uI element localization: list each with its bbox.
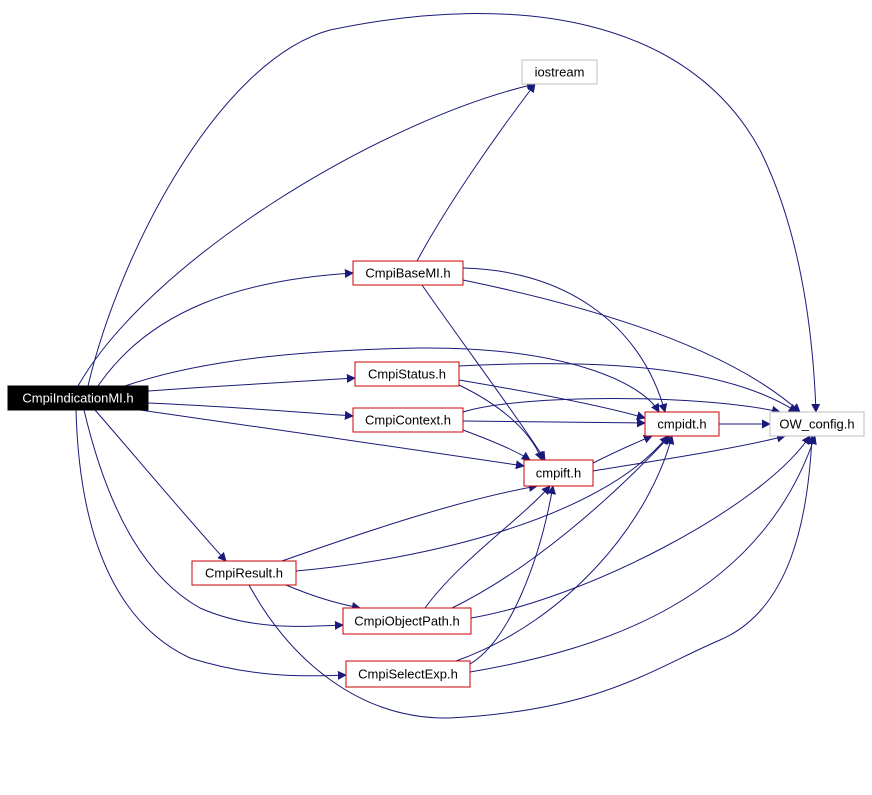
node-result-box — [191, 560, 297, 586]
edge-root-to-selectexp — [75, 409, 347, 680]
edge-cmpift-to-cmpidt — [592, 434, 653, 464]
edges-layer — [75, 13, 821, 719]
node-status-box — [354, 361, 460, 387]
edge-basemi-to-cmpidt — [462, 267, 668, 413]
node-objectpath-box — [342, 607, 472, 635]
edge-root-to-context — [147, 402, 354, 420]
edge-basemi-to-iostream — [416, 83, 536, 262]
node-basemi-label: CmpiBaseMI.h — [365, 265, 450, 280]
edge-context-to-cmpift — [462, 429, 531, 461]
edge-context-to-cmpidt — [462, 418, 646, 428]
edge-root-to-result — [94, 409, 227, 562]
edge-objectpath-to-cmpidt — [451, 435, 671, 609]
node-status-label: CmpiStatus.h — [368, 366, 446, 381]
node-basemi-box — [352, 260, 464, 286]
edge-root-to-cmpift — [139, 409, 525, 470]
node-context-box — [352, 407, 464, 433]
nodes-layer: CmpiIndicationMI.h iostreamCmpiBaseMI.hCm… — [7, 59, 865, 688]
edge-selectexp-to-owconfig — [469, 435, 817, 673]
edge-root-to-objectpath — [83, 409, 344, 630]
node-root-label: CmpiIndicationMI.h — [22, 390, 133, 405]
node-selectexp-label: CmpiSelectExp.h — [358, 666, 458, 681]
node-cmpidt-box — [644, 411, 720, 437]
node-selectexp-box — [345, 660, 471, 688]
edge-selectexp-to-cmpidt — [455, 435, 675, 662]
edge-selectexp-to-cmpift — [469, 485, 557, 665]
edge-root-to-status — [147, 373, 356, 392]
node-selectexp[interactable]: CmpiSelectExp.h — [345, 660, 471, 688]
node-root[interactable]: CmpiIndicationMI.h — [7, 385, 149, 411]
node-owconfig[interactable]: OW_config.h — [769, 411, 865, 437]
edge-root-to-owconfig — [87, 13, 821, 413]
edge-result-to-objectpath — [285, 584, 361, 611]
edge-result-to-cmpidt — [295, 435, 669, 572]
node-cmpift-label: cmpift.h — [536, 465, 582, 480]
edge-root-to-iostream — [77, 81, 536, 387]
node-basemi[interactable]: CmpiBaseMI.h — [352, 260, 464, 286]
edge-status-to-cmpift — [458, 384, 544, 461]
node-result-label: CmpiResult.h — [205, 565, 283, 580]
edge-context-to-owconfig — [462, 398, 781, 415]
edge-result-to-cmpift — [281, 483, 538, 562]
edge-result-to-owconfig — [248, 435, 817, 719]
node-cmpift[interactable]: cmpift.h — [523, 459, 594, 487]
node-cmpidt-label: cmpidt.h — [657, 416, 706, 431]
edge-root-to-basemi — [97, 269, 354, 387]
node-context-label: CmpiContext.h — [365, 412, 451, 427]
node-owconfig-label: OW_config.h — [779, 416, 854, 431]
edge-basemi-to-owconfig — [462, 279, 801, 413]
edge-root-to-cmpidt — [124, 347, 660, 413]
node-iostream[interactable]: iostream — [521, 59, 598, 85]
node-cmpidt[interactable]: cmpidt.h — [644, 411, 720, 437]
node-root-box — [7, 385, 149, 411]
node-result[interactable]: CmpiResult.h — [191, 560, 297, 586]
node-iostream-box — [521, 59, 598, 85]
node-iostream-label: iostream — [535, 64, 585, 79]
node-objectpath[interactable]: CmpiObjectPath.h — [342, 607, 472, 635]
edge-status-to-cmpidt — [458, 379, 646, 421]
node-cmpift-box — [523, 459, 594, 487]
node-context[interactable]: CmpiContext.h — [352, 407, 464, 433]
edge-objectpath-to-owconfig — [470, 435, 811, 619]
edge-basemi-to-cmpift — [421, 284, 546, 461]
node-status[interactable]: CmpiStatus.h — [354, 361, 460, 387]
edge-status-to-owconfig — [458, 363, 798, 413]
edge-cmpift-to-owconfig — [592, 433, 786, 472]
node-objectpath-label: CmpiObjectPath.h — [354, 613, 460, 628]
edge-objectpath-to-cmpift — [424, 485, 551, 609]
node-owconfig-box — [769, 411, 865, 437]
